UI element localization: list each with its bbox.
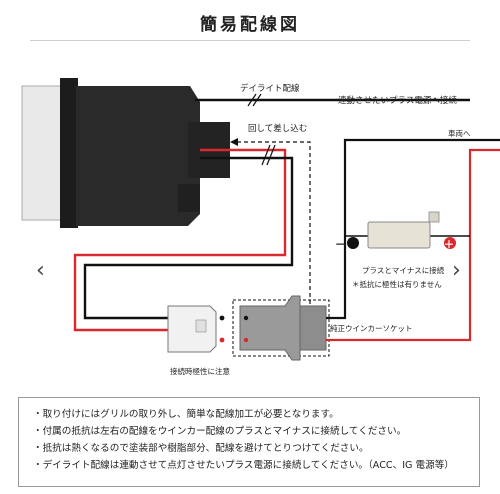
socket-tail — [299, 305, 327, 351]
vehicle-black-wire — [326, 138, 500, 320]
wire-break-mark — [247, 93, 257, 107]
note-line: ・取り付けにはグリルの取り外し、簡単な配線加工が必要となります。 — [33, 409, 339, 420]
label-daylight-wiring: デイライト配線 — [240, 84, 300, 94]
plus-symbol: ＋ — [444, 240, 454, 251]
plug-pin-red — [219, 337, 225, 343]
plus-terminal — [444, 237, 456, 249]
vehicle-red-wire — [326, 148, 500, 342]
resistor-tab — [428, 211, 440, 223]
note-line: ・抵抗は熱くなるので塗装部や樹脂部分、配線を避けてとりつけてください。 — [33, 443, 369, 454]
lamp-housing — [76, 86, 200, 226]
minus-terminal — [347, 237, 359, 249]
genuine-socket — [239, 295, 301, 361]
wire-break-mark — [261, 144, 271, 166]
label-connect-plus-minus: プラスとマイナスに接続 — [362, 266, 445, 275]
lamp-flange — [60, 78, 78, 228]
wire-break-mark — [252, 93, 262, 107]
note-line: ・付属の抵抗は左右の配線をウインカー配線のプラスとマイナスに接続してください。 — [33, 426, 407, 437]
genuine-socket-frame — [232, 299, 330, 357]
title-divider — [30, 40, 470, 41]
fold-back-arrowhead — [230, 138, 238, 146]
socket-pin-red — [243, 337, 249, 343]
label-plus-source: 連動させたいプラス電源へ接続 — [338, 96, 457, 106]
notes-box: ・取り付けにはグリルの取り外し、簡単な配線加工が必要となります。 ・付属の抵抗は… — [18, 397, 480, 487]
led-plug — [167, 305, 217, 353]
lamp-red-wire — [73, 148, 287, 332]
lamp-black-wire — [83, 156, 294, 320]
label-fold-back: 回して差し込む — [248, 124, 308, 134]
plug-pin-black — [219, 315, 225, 321]
lamp-mount-tab — [178, 184, 200, 212]
next-arrow[interactable]: › — [452, 258, 461, 283]
label-resistor-note: ＊抵抗に極性は有りません — [352, 280, 442, 289]
label-polarity-note: 接続時極性に注意 — [170, 367, 230, 376]
minus-symbol: － — [335, 238, 346, 251]
prev-arrow[interactable]: ‹ — [36, 258, 45, 283]
page-title: 簡易配線図 — [200, 15, 300, 35]
fold-back-path — [236, 141, 311, 318]
label-vehicle-side: 車両へ — [448, 129, 471, 138]
note-line: ・デイライト配線は連動させて点灯させたいプラス電源に接続してください。（ACC、… — [33, 460, 454, 471]
load-resistor — [367, 221, 431, 249]
wire-break-mark — [266, 144, 276, 166]
led-plug-key — [195, 319, 207, 333]
socket-pin-black — [243, 315, 249, 321]
label-genuine-socket: 純正ウインカーソケット — [330, 324, 413, 333]
